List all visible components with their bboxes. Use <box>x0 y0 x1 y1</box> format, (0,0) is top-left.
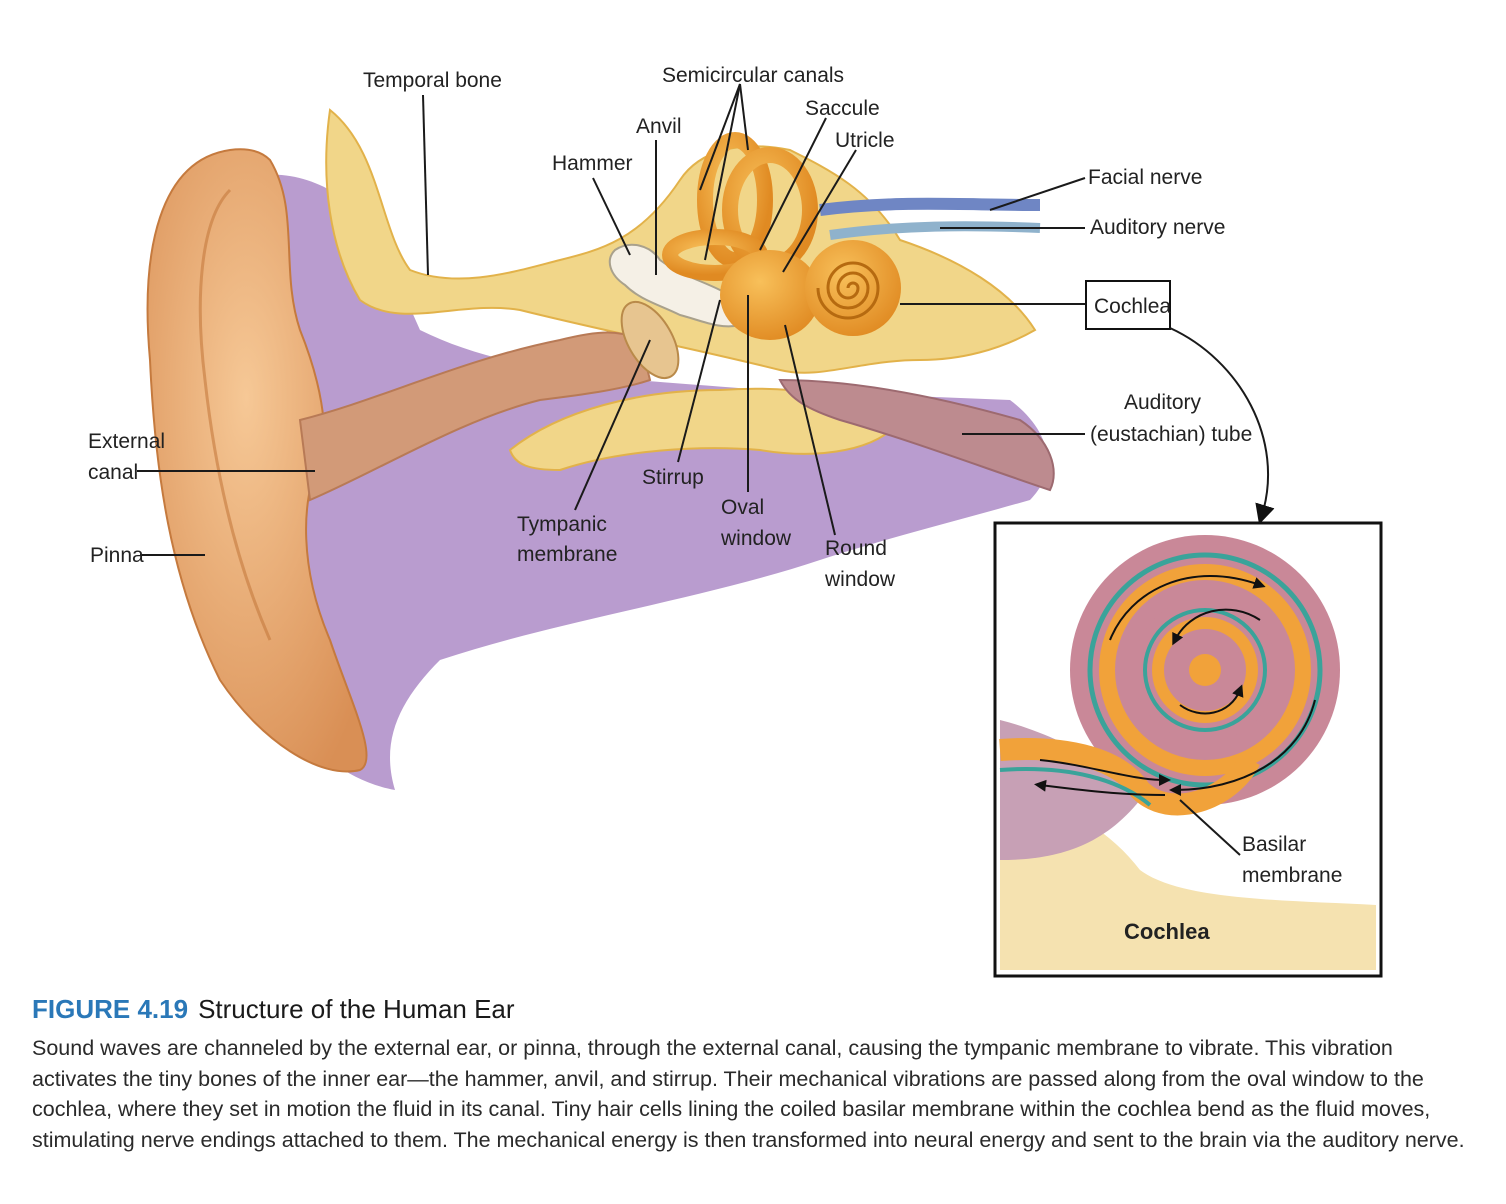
figure-title: Structure of the Human Ear <box>198 994 515 1024</box>
label-basilar-line1: Basilar <box>1242 833 1306 856</box>
pinna-inner-fold <box>198 188 272 641</box>
label-inset-title: Cochlea <box>1124 919 1210 944</box>
label-utricle: Utricle <box>835 129 895 152</box>
label-temporal-bone: Temporal bone <box>363 69 502 92</box>
label-cochlea: Cochlea <box>1094 295 1171 318</box>
callout-arrow <box>1169 327 1275 525</box>
label-pinna: Pinna <box>90 544 144 567</box>
label-external-canal-line1: External <box>88 430 165 453</box>
label-tympanic-line2: membrane <box>517 543 617 566</box>
label-oval-line1: Oval <box>721 496 764 519</box>
external-canal-shape <box>298 331 652 502</box>
cochlea-label-box <box>1085 280 1171 330</box>
label-auditory-tube-line2: (eustachian) tube <box>1090 423 1252 446</box>
label-auditory-tube-line1: Auditory <box>1124 391 1202 414</box>
label-stirrup: Stirrup <box>642 466 704 489</box>
leader-lines <box>137 83 1086 556</box>
label-saccule: Saccule <box>805 97 880 120</box>
label-oval-line2: window <box>720 527 792 550</box>
figure-caption: FIGURE 4.19 Structure of the Human Ear So… <box>32 994 1482 1155</box>
label-round-line2: window <box>824 568 896 591</box>
cochlea-inset <box>993 521 1383 978</box>
caption-title: FIGURE 4.19 Structure of the Human Ear <box>32 994 1482 1025</box>
facial-nerve-shape <box>819 197 1041 216</box>
label-anvil: Anvil <box>636 115 682 138</box>
vestibule-shape <box>720 250 820 340</box>
label-round-line1: Round <box>825 537 887 560</box>
figure-number: FIGURE 4.19 <box>32 994 189 1024</box>
pinna-shape <box>146 148 368 773</box>
lower-bone <box>508 387 902 472</box>
label-external-canal-line2: canal <box>88 461 138 484</box>
caption-body: Sound waves are channeled by the externa… <box>32 1036 1465 1152</box>
label-tympanic-line1: Tympanic <box>517 513 607 536</box>
label-facial-nerve: Facial nerve <box>1088 166 1202 189</box>
label-basilar-line2: membrane <box>1242 864 1342 887</box>
eustachian-tube-shape <box>778 378 1055 492</box>
label-auditory-nerve: Auditory nerve <box>1090 216 1225 239</box>
head-tissue <box>237 174 1048 790</box>
cochlea-shape <box>805 240 901 336</box>
label-hammer: Hammer <box>552 152 633 175</box>
label-semicircular-canals: Semicircular canals <box>662 64 844 87</box>
